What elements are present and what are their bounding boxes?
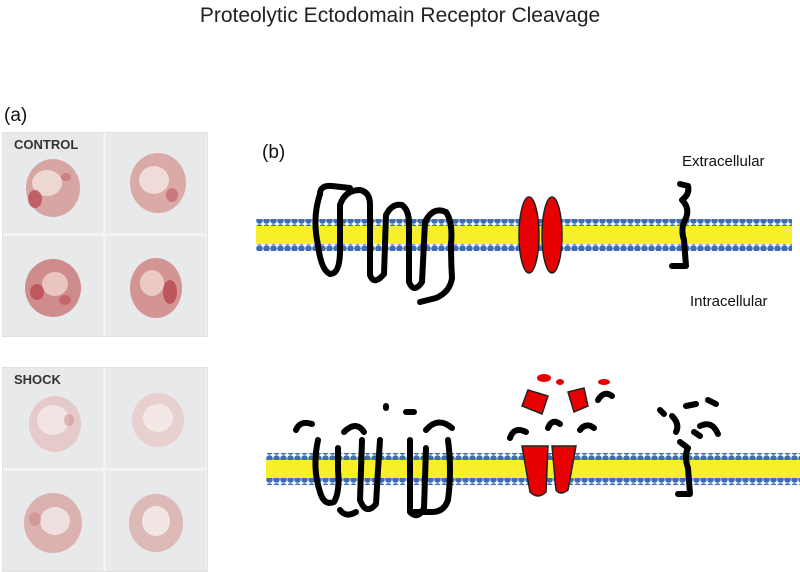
cleaved-fragments <box>293 403 455 435</box>
figure-title: Proteolytic Ectodomain Receptor Cleavage <box>199 4 601 27</box>
membrane-diagram <box>256 181 800 519</box>
channel-protein <box>518 196 563 274</box>
seven-tm-receptor <box>312 187 455 305</box>
shock-label: SHOCK <box>12 372 63 387</box>
cleaved-channel-fragments <box>507 390 615 441</box>
shock-cell-image <box>106 368 206 468</box>
cleaved-single-pass-receptor <box>657 397 721 497</box>
shock-cell-image <box>106 471 206 571</box>
shock-micrograph-grid: SHOCK <box>2 367 208 572</box>
panel-a-label: (a) <box>4 105 28 126</box>
single-pass-receptor <box>669 181 692 269</box>
control-cell-image <box>106 236 206 336</box>
control-cell-image <box>3 236 103 336</box>
cleaved-seven-tm-receptor <box>312 437 453 519</box>
intracellular-label: Intracellular <box>690 293 768 310</box>
shock-cell-image <box>3 471 103 571</box>
control-label: CONTROL <box>12 137 81 152</box>
control-cell-image <box>106 133 206 233</box>
extracellular-label: Extracellular <box>682 153 765 170</box>
control-micrograph-grid: CONTROL <box>2 132 208 337</box>
cleaved-channel <box>521 374 610 497</box>
panel-b-label: (b) <box>262 142 286 163</box>
